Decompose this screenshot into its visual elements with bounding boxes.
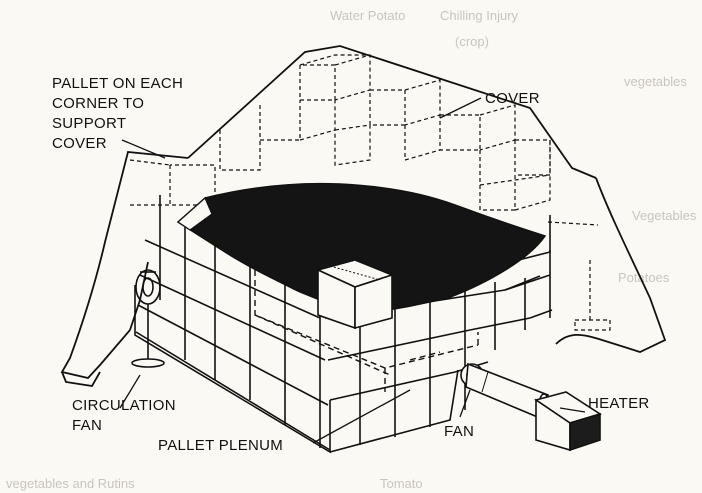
leader-pallet-plenum bbox=[312, 389, 411, 444]
cover-tarp bbox=[60, 45, 667, 387]
top-crate bbox=[315, 259, 395, 330]
dark-top-surface bbox=[176, 182, 547, 313]
crate-stack bbox=[134, 195, 553, 454]
fan-duct-heater bbox=[460, 362, 602, 452]
circulation-fan bbox=[131, 269, 165, 368]
ghost-text: (crop) bbox=[455, 34, 489, 49]
corner-pallet-block bbox=[176, 196, 213, 231]
label-fan: FAN bbox=[444, 423, 474, 440]
ghost-text: Tomato bbox=[380, 476, 423, 491]
bleed-through-text: Water Potato Chilling Injury (crop) vege… bbox=[6, 8, 697, 491]
ghost-text: Water Potato bbox=[330, 8, 405, 23]
ghost-text: vegetables and Rutins bbox=[6, 476, 135, 491]
ghost-text: Vegetables bbox=[632, 208, 697, 223]
ghost-text: Chilling Injury bbox=[440, 8, 519, 23]
label-pallet-support-line1: PALLET ON EACH bbox=[52, 75, 183, 92]
leader-circulation-fan bbox=[119, 374, 141, 409]
ghost-text: vegetables bbox=[624, 74, 687, 89]
callout-labels: PALLET ON EACH CORNER TO SUPPORT COVER C… bbox=[52, 75, 650, 454]
ghost-text: Potatoes bbox=[618, 270, 670, 285]
leader-fan bbox=[459, 389, 471, 418]
label-cover: COVER bbox=[485, 90, 540, 107]
leader-pallet-support bbox=[121, 139, 166, 159]
leader-cover bbox=[439, 97, 482, 119]
label-pallet-support-line4: COVER bbox=[52, 135, 107, 152]
label-pallet-plenum: PALLET PLENUM bbox=[158, 437, 283, 454]
leader-lines bbox=[119, 97, 586, 444]
label-circulation-fan-line2: FAN bbox=[72, 417, 102, 434]
label-pallet-support-line2: CORNER TO bbox=[52, 95, 144, 112]
pallet-plenum-dashed bbox=[254, 270, 479, 392]
label-pallet-support-line3: SUPPORT bbox=[52, 115, 126, 132]
label-heater: HEATER bbox=[588, 395, 650, 412]
label-circulation-fan-line1: CIRCULATION bbox=[72, 397, 176, 414]
leader-heater bbox=[559, 407, 586, 413]
